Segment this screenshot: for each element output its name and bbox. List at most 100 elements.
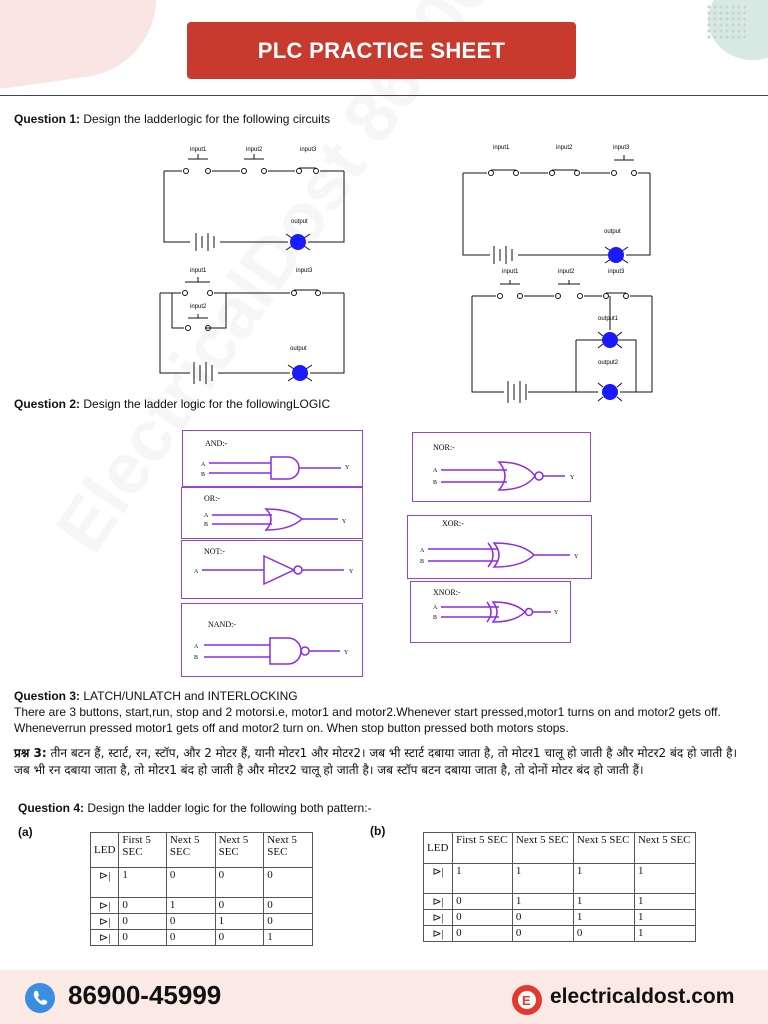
label-input1: input1	[190, 268, 207, 274]
question-3-title: LATCH/UNLATCH and INTERLOCKING	[83, 689, 298, 703]
gate-name: NOT:-	[204, 547, 225, 556]
table-cell: 0	[118, 897, 167, 914]
table-cell: 1	[633, 893, 697, 910]
label-output: output	[604, 229, 621, 235]
gate-input-a: A	[201, 462, 206, 468]
table-cell: 1	[165, 897, 216, 914]
header-col: Next 5 SEC	[572, 832, 635, 864]
page-title: PLC PRACTICE SHEET	[187, 22, 576, 79]
led-symbol-icon: ⊳|	[422, 893, 454, 910]
label-input3: input3	[300, 147, 317, 153]
not-gate-box: NOT:- A Y	[181, 540, 363, 599]
table-cell: 0	[214, 897, 265, 914]
table-cell: 1	[511, 893, 574, 910]
table-cell: 0	[452, 909, 513, 926]
circuit-1: input1 input2 input3 output	[163, 147, 345, 251]
table-cell: 1	[214, 913, 265, 930]
logo-icon: E	[512, 985, 542, 1015]
header-col: Next 5 SEC	[214, 832, 265, 868]
svg-text:E: E	[522, 993, 531, 1008]
gate-input-a: A	[433, 605, 438, 611]
table-cell: 1	[633, 925, 697, 942]
table-cell: 0	[572, 925, 635, 942]
header-col: Next 5 SEC	[633, 832, 697, 864]
table-row: ⊳| 1 0 0 0	[89, 867, 313, 898]
gate-input-b: B	[433, 615, 437, 621]
question-3-hindi-label: प्रश्न 3:	[14, 746, 47, 760]
gate-input-b: B	[420, 559, 424, 565]
header-led: LED	[422, 832, 454, 864]
question-2-text: Design the ladder logic for the followin…	[83, 397, 331, 411]
table-row: ⊳| 0 0 0 1	[422, 925, 697, 942]
table-cell: 1	[511, 863, 574, 894]
gate-name: XOR:-	[442, 519, 464, 528]
table-row: ⊳| 1 1 1 1	[422, 863, 697, 894]
gate-input-a: A	[420, 548, 425, 554]
table-cell: 0	[118, 929, 167, 946]
table-row: ⊳| 0 0 0 1	[89, 929, 313, 946]
table-cell: 0	[214, 867, 265, 898]
table-cell: 1	[572, 893, 635, 910]
label-output: output	[291, 219, 308, 225]
label-output2: output2	[598, 360, 619, 366]
gate-name: NAND:-	[208, 620, 236, 629]
question-2: Question 2: Design the ladder logic for …	[14, 396, 330, 412]
question-3-label: Question 3:	[14, 689, 81, 703]
table-cell: 1	[452, 863, 513, 894]
question-1-label: Question 1:	[14, 112, 81, 126]
gate-input-b: B	[194, 655, 198, 661]
xor-gate-box: XOR:- A B Y	[407, 515, 592, 579]
or-gate-icon: OR:- A B Y	[204, 494, 347, 531]
table-header-row: LED First 5 SEC Next 5 SEC Next 5 SEC Ne…	[422, 832, 697, 864]
gate-output-y: Y	[570, 475, 575, 481]
footer-website[interactable]: electricaldost.com	[550, 985, 735, 1008]
label-output: output	[290, 346, 307, 352]
table-cell: 0	[165, 913, 216, 930]
corner-decoration	[0, 0, 167, 94]
table-cell: 1	[263, 929, 313, 946]
nor-gate-icon: NOR:- A B Y	[433, 443, 575, 491]
gate-input-a: A	[433, 468, 438, 474]
and-gate-icon: AND:- A B Y	[201, 439, 350, 480]
xnor-gate-icon: XNOR:- A B Y	[433, 588, 559, 623]
label-input2: input2	[190, 304, 207, 310]
table-cell: 1	[572, 909, 635, 926]
gate-name: XNOR:-	[433, 588, 461, 597]
or-gate-box: OR:- A B Y	[181, 487, 363, 539]
question-2-label: Question 2:	[14, 397, 81, 411]
gate-output-y: Y	[345, 465, 350, 471]
gate-output-y: Y	[574, 554, 579, 560]
gate-input-a: A	[204, 513, 209, 519]
label-input1: input1	[190, 147, 207, 153]
led-symbol-icon: ⊳|	[89, 867, 120, 898]
divider	[0, 95, 768, 96]
gate-name: NOR:-	[433, 443, 455, 452]
dot-pattern	[706, 4, 746, 40]
nor-gate-box: NOR:- A B Y	[412, 432, 591, 502]
label-input2: input2	[558, 269, 575, 275]
gate-name: AND:-	[205, 439, 228, 448]
question-4-text: Design the ladder logic for the followin…	[87, 801, 372, 815]
circuit-4: input1 input2 input3 output1 output2	[471, 269, 653, 403]
table-cell: 0	[165, 867, 216, 898]
table-cell: 1	[572, 863, 635, 894]
question-3-hindi: प्रश्न 3: तीन बटन हैं, स्टार्ट, रन, स्टॉ…	[14, 745, 756, 779]
xor-gate-icon: XOR:- A B Y	[420, 519, 579, 568]
not-gate-icon: NOT:- A Y	[194, 547, 354, 586]
question-3-text: There are 3 buttons, start,run, stop and…	[14, 705, 721, 735]
table-cell: 0	[165, 929, 216, 946]
question-1: Question 1: Design the ladderlogic for t…	[14, 111, 330, 127]
table-row: ⊳| 0 0 1 1	[422, 909, 697, 926]
gate-input-a: A	[194, 569, 199, 575]
question-3: Question 3: LATCH/UNLATCH and INTERLOCKI…	[14, 688, 754, 736]
label-input3: input3	[296, 268, 313, 274]
table-cell: 1	[633, 863, 697, 894]
gate-output-y: Y	[344, 650, 349, 656]
gate-input-a: A	[194, 644, 199, 650]
table-row: ⊳| 0 0 1 0	[89, 913, 313, 930]
label-input3: input3	[613, 145, 630, 151]
gate-input-b: B	[201, 472, 205, 478]
footer-phone[interactable]: 86900-45999	[68, 980, 222, 1010]
question-3-hindi-text: तीन बटन हैं, स्टार्ट, रन, स्टॉप, और 2 मो…	[14, 746, 738, 777]
gate-output-y: Y	[349, 569, 354, 575]
